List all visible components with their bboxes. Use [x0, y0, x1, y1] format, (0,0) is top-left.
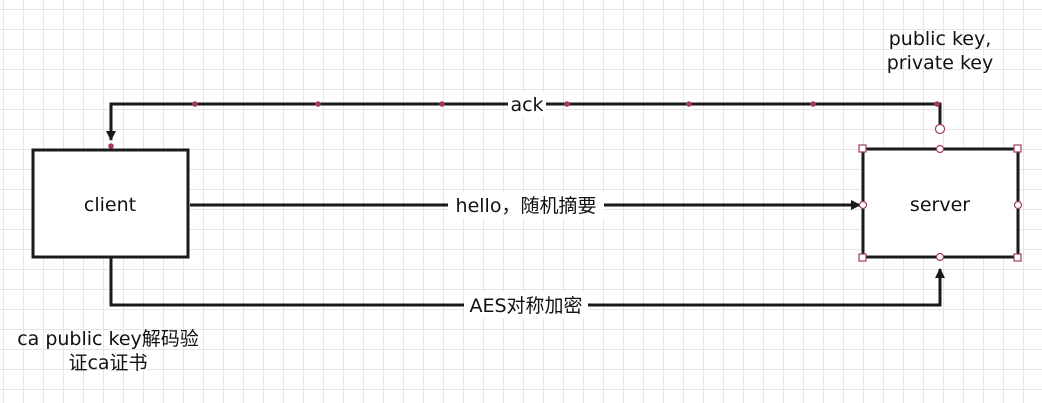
edge-label-hello: hello，随机摘要 — [456, 195, 597, 217]
rotate-handle[interactable] — [934, 123, 946, 135]
aes-label-bg — [464, 292, 588, 318]
note-server-keys-line1: public key, — [889, 28, 992, 50]
note-client-ca-line1: ca public key解码验 — [17, 328, 199, 350]
waypoint-dot[interactable] — [315, 101, 321, 107]
waypoint-dot[interactable] — [439, 101, 445, 107]
note-client-ca-line2: 证ca证书 — [68, 352, 147, 374]
hello-label-bg — [448, 192, 604, 218]
connection-point-top[interactable] — [935, 144, 945, 154]
waypoint-dot[interactable] — [192, 101, 198, 107]
waypoint-dot[interactable] — [686, 101, 692, 107]
server-selection-handles — [858, 123, 1023, 262]
waypoint-dot[interactable] — [810, 101, 816, 107]
note-server-keys[interactable]: public key, private key — [887, 28, 993, 74]
ack-label-bg — [508, 92, 546, 116]
edge-label-ack: ack — [510, 94, 543, 116]
node-server-label: server — [910, 194, 970, 216]
note-server-keys-line2: private key — [887, 52, 993, 74]
node-client[interactable]: client — [31, 148, 190, 259]
node-client-label: client — [84, 194, 136, 216]
waypoint-dot[interactable] — [934, 101, 940, 107]
resize-handle-bottom-left[interactable] — [858, 253, 867, 262]
waypoint-dot[interactable] — [108, 143, 114, 149]
waypoint-dot[interactable] — [564, 101, 570, 107]
edge-label-aes: AES对称加密 — [469, 295, 582, 317]
resize-handle-top-left[interactable] — [858, 144, 867, 153]
connection-point-right[interactable] — [1013, 200, 1023, 210]
resize-handle-bottom-right[interactable] — [1013, 253, 1022, 262]
connection-point-bottom[interactable] — [935, 252, 945, 262]
node-server[interactable]: server — [861, 147, 1020, 259]
note-client-ca[interactable]: ca public key解码验 证ca证书 — [17, 328, 199, 374]
ack-waypoints — [108, 101, 940, 149]
connection-point-left[interactable] — [858, 200, 868, 210]
resize-handle-top-right[interactable] — [1013, 144, 1022, 153]
